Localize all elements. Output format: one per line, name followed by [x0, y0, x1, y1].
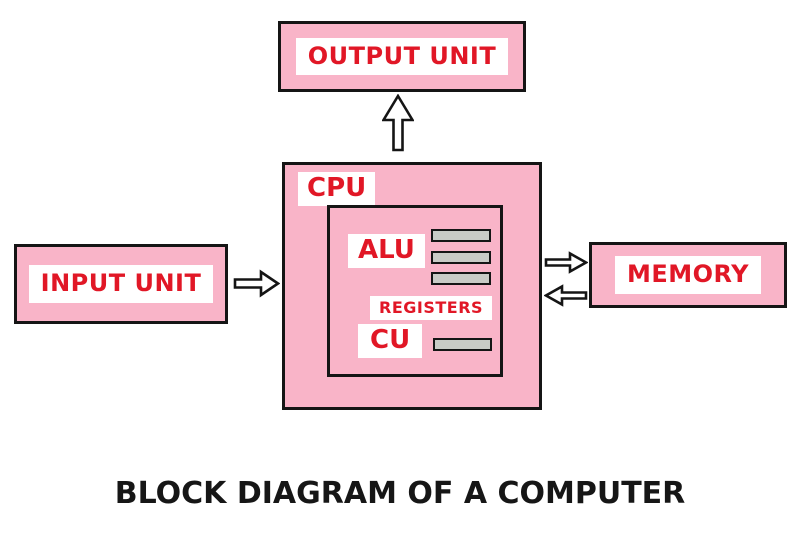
cu-register-bar	[433, 338, 492, 351]
memory-label: MEMORY	[614, 256, 762, 294]
arrow-right-icon	[544, 251, 588, 274]
output-unit-block: OUTPUT UNIT	[278, 21, 526, 92]
cpu-label: CPU	[298, 172, 376, 206]
arrow-up-icon	[382, 94, 414, 152]
cu-label: CU	[358, 324, 423, 358]
arrow-right-icon	[233, 269, 280, 298]
diagram-title: BLOCK DIAGRAM OF A COMPUTER	[114, 476, 686, 511]
register-bar	[431, 229, 491, 242]
cpu-inner-box: ALU REGISTERS CU	[327, 205, 503, 377]
memory-block: MEMORY	[589, 242, 787, 308]
register-bar	[431, 251, 491, 264]
output-unit-label: OUTPUT UNIT	[295, 37, 509, 76]
alu-label: ALU	[348, 234, 425, 268]
register-bar	[431, 272, 491, 285]
input-unit-label: INPUT UNIT	[28, 265, 214, 303]
arrow-left-icon	[544, 284, 588, 307]
registers-label: REGISTERS	[370, 296, 493, 321]
input-unit-block: INPUT UNIT	[14, 244, 228, 324]
cpu-block: CPU ALU REGISTERS CU	[282, 162, 542, 410]
